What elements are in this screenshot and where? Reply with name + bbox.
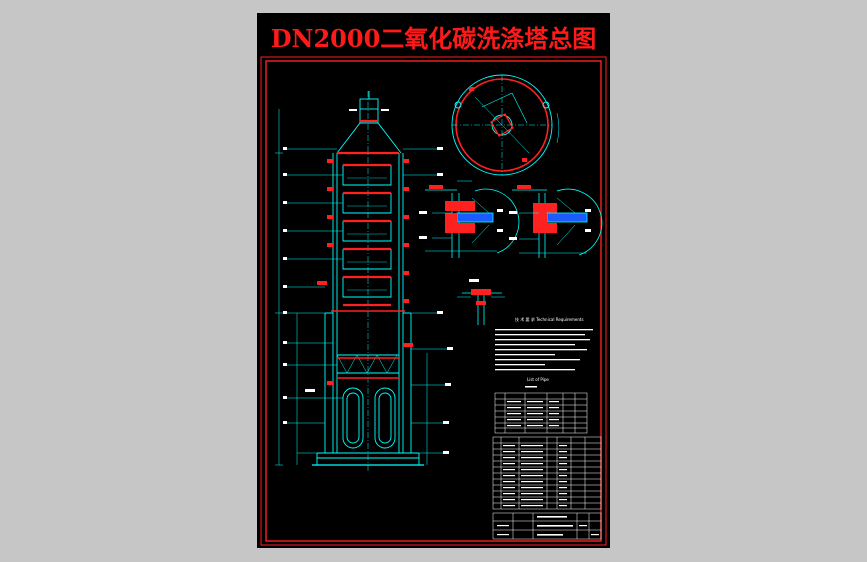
nozzle-table — [494, 392, 588, 434]
cad-drawing: 技 术 要 求 Technical Requirements List of P… — [260, 56, 607, 546]
skirt-opening-right — [374, 387, 396, 449]
top-head — [336, 122, 402, 154]
leader-lines-left — [275, 109, 343, 466]
top-nozzle — [359, 98, 379, 110]
parts-list — [492, 436, 602, 510]
pipe-list-heading: List of Pipe — [527, 377, 549, 382]
inner-frame — [265, 60, 602, 542]
tray-nozzles — [317, 159, 413, 385]
title-block-text — [497, 516, 599, 536]
notes-heading: 技 术 要 求 Technical Requirements — [515, 316, 584, 322]
title-block — [492, 512, 602, 540]
title-band: DN2000二氧化碳洗涤塔总图 — [257, 13, 610, 55]
technical-requirements: 技 术 要 求 Technical Requirements List of P… — [495, 316, 593, 388]
drawing-sheet: DN2000二氧化碳洗涤塔总图 — [257, 13, 610, 548]
drawing-title: DN2000二氧化碳洗涤塔总图 — [270, 24, 597, 53]
detail-view-1 — [419, 180, 520, 258]
leader-lines-right — [403, 148, 447, 465]
detail-view-3 — [457, 279, 505, 325]
detail-view-2 — [509, 185, 603, 258]
top-view — [451, 74, 560, 176]
nozzle-table-text — [507, 401, 559, 427]
weld-lines — [331, 119, 405, 379]
column-elevation — [312, 91, 424, 473]
outer-frame — [260, 56, 607, 546]
skirt-opening-left — [342, 387, 364, 449]
callout-marks — [283, 109, 453, 454]
parts-list-text — [503, 445, 567, 507]
